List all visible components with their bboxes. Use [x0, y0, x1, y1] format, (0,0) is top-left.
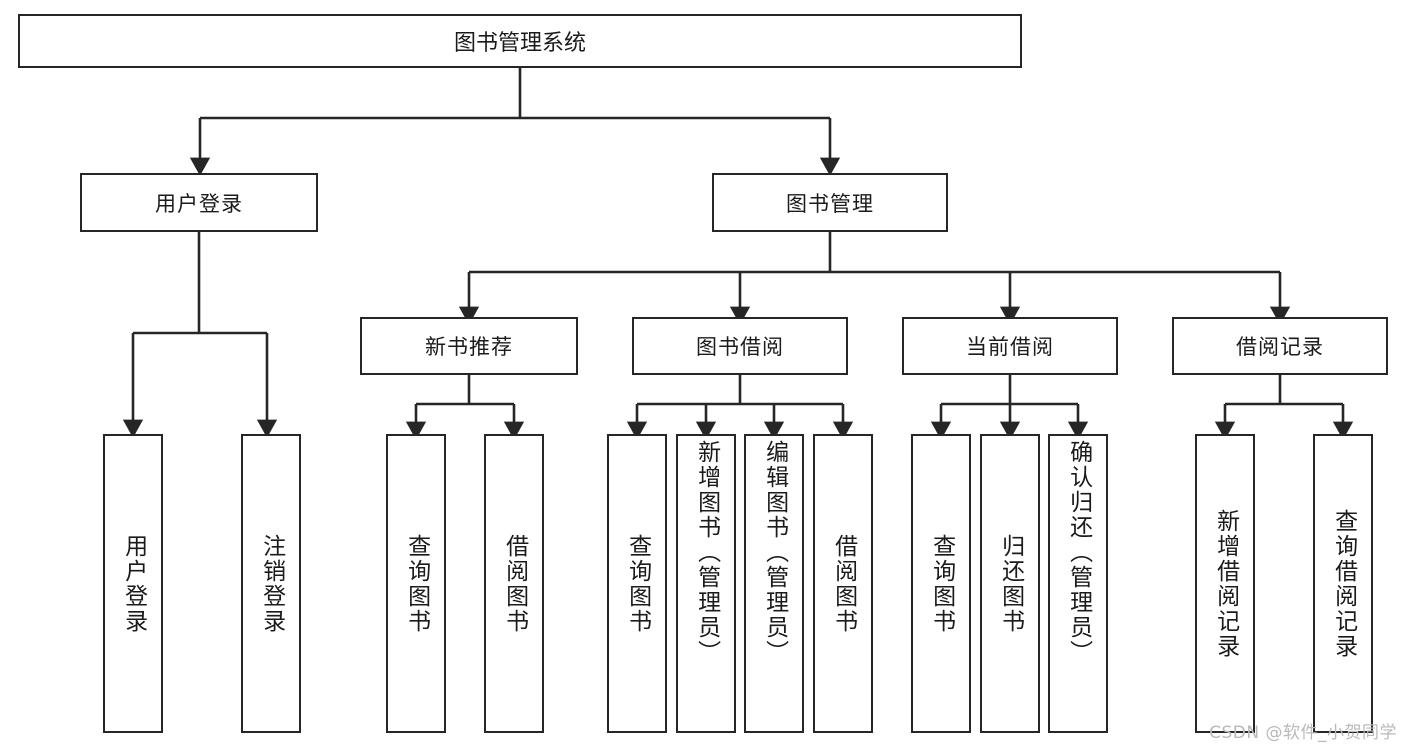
leaf-label: 确认归还（管理员） [1065, 440, 1092, 665]
node-current-borrow-label: 当前借阅 [966, 335, 1054, 359]
leaf-borrow-edit-book-admin[interactable]: 编辑图书（管理员） [744, 434, 804, 733]
leaf-current-query-book[interactable]: 查询图书 [911, 434, 971, 733]
watermark-text: CSDN @软件_小贺同学 [1209, 723, 1397, 743]
node-current-borrow[interactable]: 当前借阅 [902, 317, 1118, 375]
leaf-user-login-login[interactable]: 用户登录 [103, 434, 163, 733]
node-user-login[interactable]: 用户登录 [80, 173, 318, 232]
leaf-label: 编辑图书（管理员） [761, 440, 788, 665]
node-user-login-label: 用户登录 [155, 191, 243, 216]
leaf-label: 借阅图书 [501, 533, 528, 634]
leaf-borrow-borrow-book[interactable]: 借阅图书 [813, 434, 873, 733]
leaf-label: 用户登录 [120, 533, 147, 634]
leaf-label: 注销登录 [258, 533, 285, 634]
leaf-label: 归还图书 [997, 533, 1024, 634]
node-borrow-records[interactable]: 借阅记录 [1172, 317, 1388, 375]
node-book-manage-label: 图书管理 [786, 191, 874, 216]
leaf-label: 借阅图书 [830, 533, 857, 634]
leaf-label: 查询图书 [928, 533, 955, 634]
node-new-book-recommend[interactable]: 新书推荐 [360, 317, 578, 375]
node-root-label: 图书管理系统 [453, 31, 586, 56]
leaf-label: 查询图书 [403, 533, 430, 634]
leaf-records-add-record[interactable]: 新增借阅记录 [1195, 434, 1255, 733]
leaf-label: 新增图书（管理员） [693, 440, 720, 665]
node-book-borrow[interactable]: 图书借阅 [632, 317, 848, 375]
leaf-new-query-book[interactable]: 查询图书 [386, 434, 446, 733]
node-book-borrow-label: 图书借阅 [696, 335, 784, 359]
leaf-label: 新增借阅记录 [1212, 508, 1239, 659]
node-borrow-records-label: 借阅记录 [1236, 335, 1324, 359]
leaf-borrow-query-book[interactable]: 查询图书 [607, 434, 667, 733]
node-root[interactable]: 图书管理系统 [18, 14, 1022, 68]
leaf-label: 查询图书 [624, 533, 651, 634]
leaf-current-return-book[interactable]: 归还图书 [980, 434, 1040, 733]
leaf-borrow-add-book-admin[interactable]: 新增图书（管理员） [676, 434, 736, 733]
node-book-manage[interactable]: 图书管理 [712, 173, 948, 232]
leaf-user-login-logout[interactable]: 注销登录 [241, 434, 301, 733]
leaf-records-query-record[interactable]: 查询借阅记录 [1313, 434, 1373, 733]
leaf-new-borrow-book[interactable]: 借阅图书 [484, 434, 544, 733]
leaf-label: 查询借阅记录 [1330, 508, 1357, 659]
leaf-current-confirm-return-admin[interactable]: 确认归还（管理员） [1048, 434, 1108, 733]
node-new-book-recommend-label: 新书推荐 [425, 335, 513, 359]
